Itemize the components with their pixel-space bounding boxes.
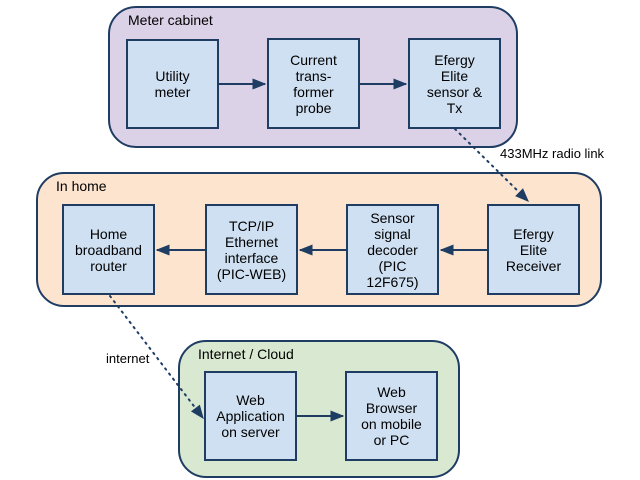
node-home-broadband-router: Home broadband router <box>62 204 155 295</box>
node-efergy-sensor-tx: Efergy Elite sensor & Tx <box>408 38 501 129</box>
group-label-meter-cabinet: Meter cabinet <box>128 12 213 28</box>
group-label-internet-cloud: Internet / Cloud <box>198 346 294 362</box>
node-efergy-elite-receiver: Efergy Elite Receiver <box>487 204 580 295</box>
node-tcpip-ethernet-interface: TCP/IP Ethernet interface (PIC-WEB) <box>205 204 298 295</box>
node-web-browser: Web Browser on mobile or PC <box>345 371 438 461</box>
group-label-in-home: In home <box>56 178 107 194</box>
node-current-transformer-probe: Current trans- former probe <box>267 38 360 129</box>
link-label-radio: 433MHz radio link <box>500 146 605 161</box>
node-utility-meter: Utility meter <box>126 39 219 129</box>
link-label-internet: internet <box>106 351 150 366</box>
node-web-application: Web Application on server <box>204 371 297 461</box>
node-sensor-signal-decoder: Sensor signal decoder (PIC 12F675) <box>346 204 439 295</box>
